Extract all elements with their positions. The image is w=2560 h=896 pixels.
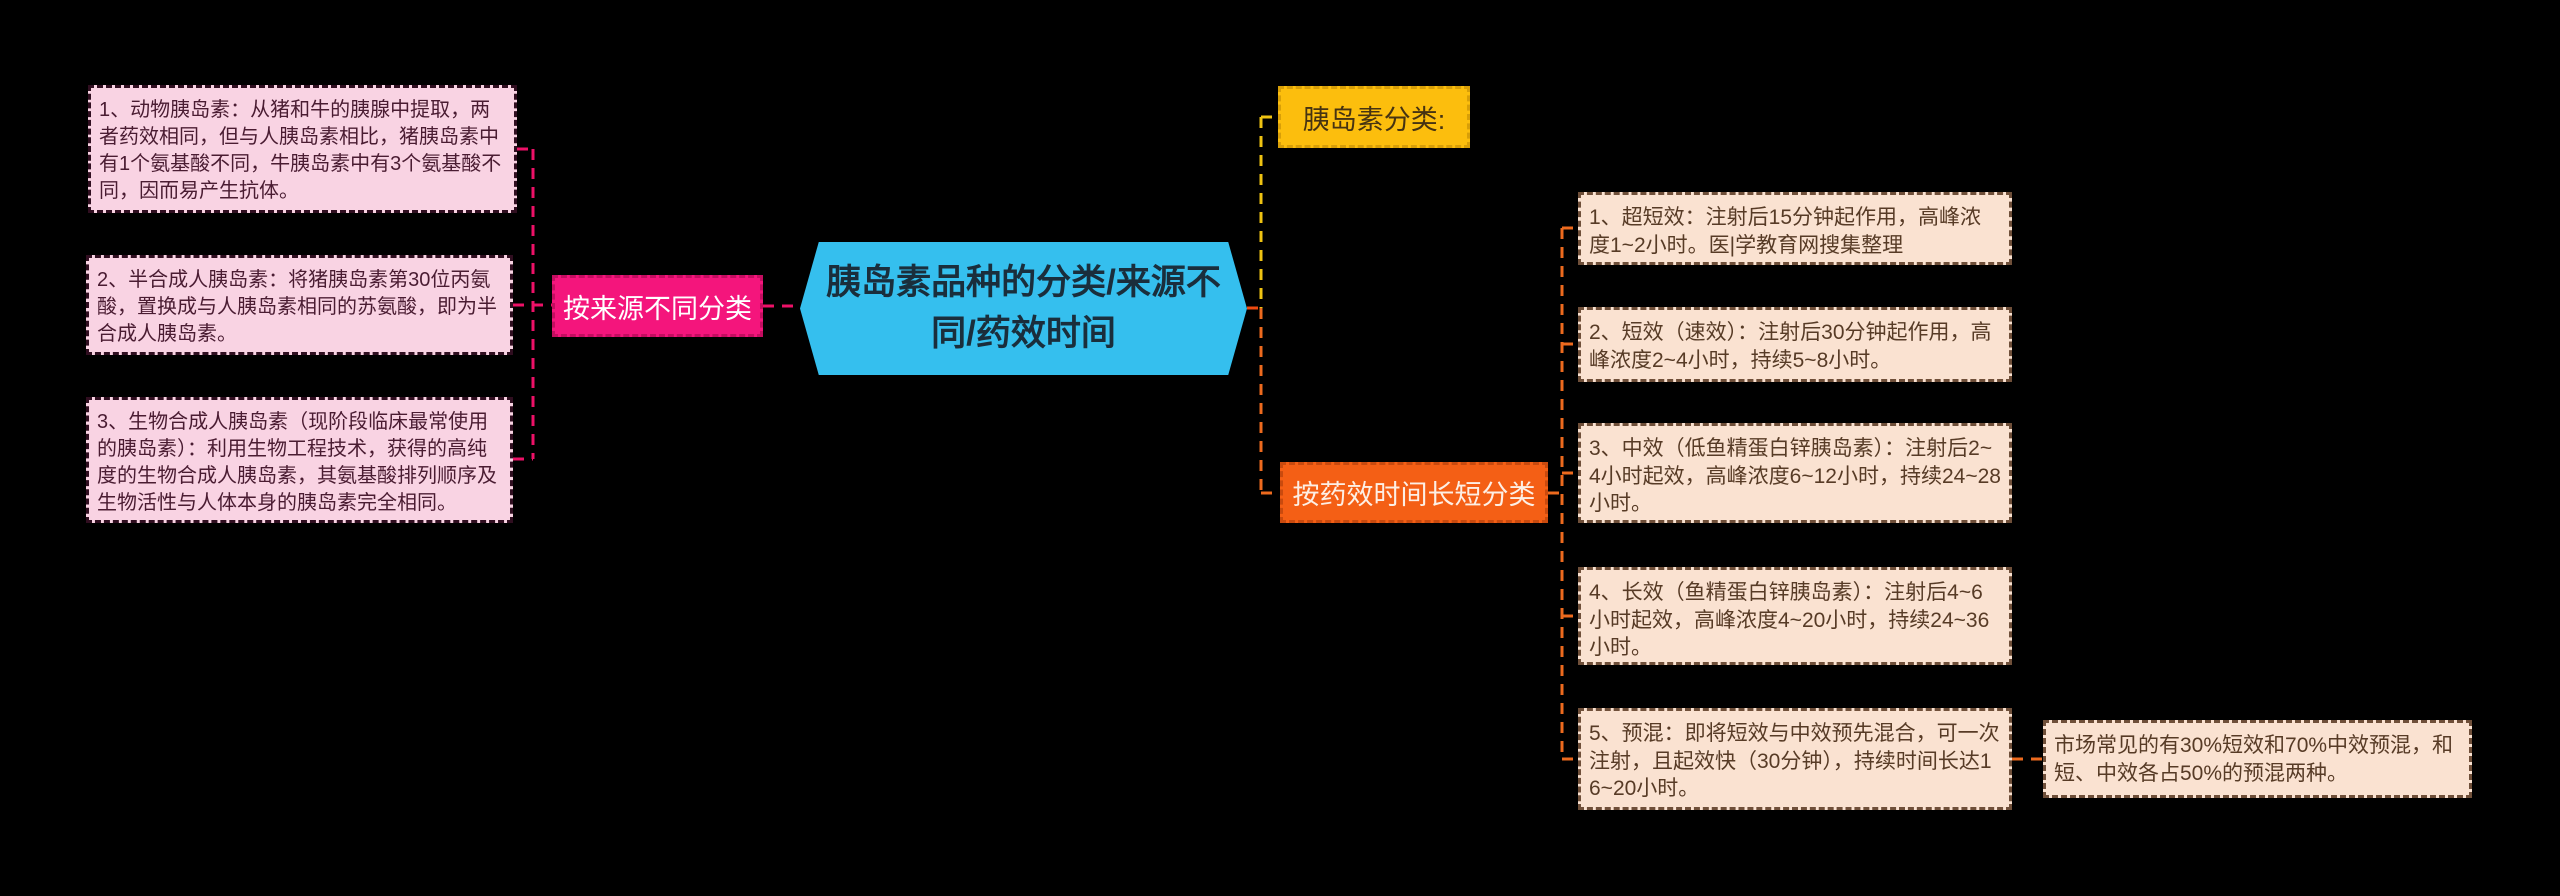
center-topic-node: 胰岛素品种的分类/来源不同/药效时间 [800,242,1247,375]
insulin-category-node: 胰岛素分类: [1278,86,1470,148]
premix-note-node: 市场常见的有30%短效和70%中效预混，和短、中效各占50%的预混两种。 [2043,720,2472,798]
duration-branch-node: 按药效时间长短分类 [1280,462,1548,523]
right-item-long-acting: 4、长效（鱼精蛋白锌胰岛素）：注射后4~6小时起效，高峰浓度4~20小时，持续2… [1578,567,2012,665]
left-item-biosynthetic-insulin: 3、生物合成人胰岛素（现阶段临床最常使用的胰岛素）：利用生物工程技术，获得的高纯… [86,397,513,523]
left-item-animal-insulin: 1、动物胰岛素：从猪和牛的胰腺中提取，两者药效相同，但与人胰岛素相比，猪胰岛素中… [88,85,517,213]
right-item-short-acting: 2、短效（速效）：注射后30分钟起作用，高峰浓度2~4小时，持续5~8小时。 [1578,307,2012,382]
left-item-semisynthetic-insulin: 2、半合成人胰岛素：将猪胰岛素第30位丙氨酸，置换成与人胰岛素相同的苏氨酸，即为… [86,255,513,355]
right-item-intermediate-acting: 3、中效（低鱼精蛋白锌胰岛素）：注射后2~4小时起效，高峰浓度6~12小时，持续… [1578,423,2012,523]
source-branch-node: 按来源不同分类 [552,275,763,337]
right-item-ultra-short-acting: 1、超短效：注射后15分钟起作用，高峰浓度1~2小时。医|学教育网搜集整理 [1578,192,2012,265]
right-item-premixed: 5、预混：即将短效与中效预先混合，可一次注射，且起效快（30分钟），持续时间长达… [1578,708,2012,810]
